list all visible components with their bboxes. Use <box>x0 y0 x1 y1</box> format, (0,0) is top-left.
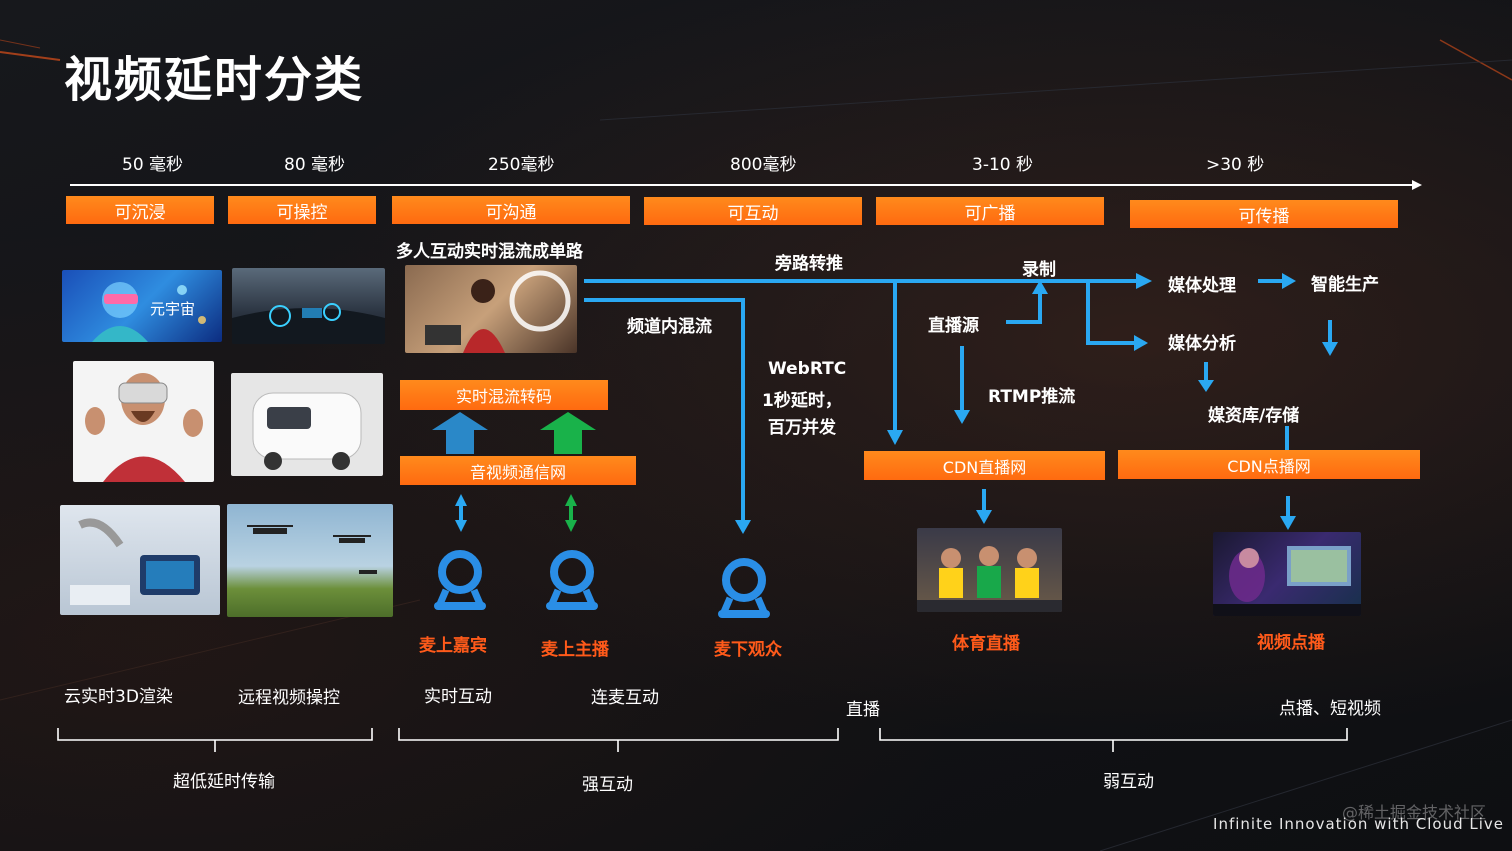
label-bypass-push: 旁路转推 <box>775 254 843 274</box>
tick-30s: >30 秒 <box>1206 155 1265 175</box>
host-user-icon <box>546 550 598 610</box>
label-media-process: 媒体处理 <box>1168 276 1236 296</box>
role-sports-live: 体育直播 <box>952 634 1020 654</box>
metaverse-image: 元宇宙 <box>62 270 222 342</box>
label-media-library: 媒资库/存储 <box>1208 406 1300 426</box>
label-record: 录制 <box>1022 260 1056 280</box>
box-cdn-vod: CDN点播网 <box>1118 450 1420 479</box>
drone-image <box>227 504 393 617</box>
label-webrtc-concurrency: 百万并发 <box>768 418 836 438</box>
label-media-analysis: 媒体分析 <box>1168 334 1236 354</box>
vod-viewer-image <box>1213 532 1361 616</box>
label-live-source: 直播源 <box>928 316 979 336</box>
vr-user-image <box>73 361 214 482</box>
sports-fans-image <box>917 528 1062 612</box>
scenario-co-host: 连麦互动 <box>591 688 659 708</box>
group-strong-interaction: 强互动 <box>582 775 633 795</box>
tag-spreadable: 可传播 <box>1130 200 1398 228</box>
group-ultra-low-latency: 超低延时传输 <box>173 772 275 792</box>
scenario-vod-short: 点播、短视频 <box>1279 699 1381 719</box>
label-rtmp-push: RTMP推流 <box>988 387 1076 407</box>
box-realtime-transcode: 实时混流转码 <box>400 380 608 410</box>
scenario-live: 直播 <box>846 700 880 720</box>
audience-user-icon <box>718 558 770 618</box>
role-video-vod: 视频点播 <box>1257 633 1325 653</box>
delivery-robot-image <box>231 373 383 476</box>
tag-controllable: 可操控 <box>228 196 376 224</box>
upload-arrow-blue <box>432 412 488 454</box>
label-smart-production: 智能生产 <box>1311 275 1379 295</box>
tag-broadcastable: 可广播 <box>876 197 1104 225</box>
medical-surgery-image <box>60 505 220 615</box>
watermark: @稀土掘金技术社区 <box>1341 803 1486 822</box>
tick-800ms: 800毫秒 <box>730 155 797 175</box>
scenario-remote-control: 远程视频操控 <box>238 688 340 708</box>
metaverse-text: 元宇宙 <box>150 300 196 318</box>
car-cockpit-image <box>232 268 385 344</box>
role-guest: 麦上嘉宾 <box>419 636 487 656</box>
box-cdn-live: CDN直播网 <box>864 451 1105 480</box>
tag-immersive: 可沉浸 <box>66 196 214 224</box>
livestream-host-image <box>405 265 577 353</box>
tick-250ms: 250毫秒 <box>488 155 555 175</box>
role-host: 麦上主播 <box>541 640 609 660</box>
label-webrtc-latency: 1秒延时， <box>762 391 842 411</box>
box-av-network: 音视频通信网 <box>400 456 636 485</box>
tag-interactive: 可互动 <box>644 197 862 225</box>
role-audience: 麦下观众 <box>714 640 782 660</box>
tick-3-10s: 3-10 秒 <box>972 155 1033 175</box>
tag-communicable: 可沟通 <box>392 196 630 224</box>
footer-slogan: Infinite Innovation with Cloud Live <box>1213 815 1504 833</box>
timeline-axis <box>70 180 1422 190</box>
scenario-cloud-3d: 云实时3D渲染 <box>64 687 173 707</box>
label-webrtc: WebRTC <box>768 359 847 379</box>
group-weak-interaction: 弱互动 <box>1103 772 1154 792</box>
scenario-realtime-interact: 实时互动 <box>424 687 492 707</box>
label-channel-mix: 频道内混流 <box>627 317 712 337</box>
upload-arrow-green <box>540 412 596 454</box>
tick-80ms: 80 毫秒 <box>284 155 346 175</box>
tick-50ms: 50 毫秒 <box>122 155 184 175</box>
label-multi-mix: 多人互动实时混流成单路 <box>396 242 583 262</box>
page-title: 视频延时分类 <box>64 52 365 108</box>
guest-user-icon <box>434 550 486 610</box>
